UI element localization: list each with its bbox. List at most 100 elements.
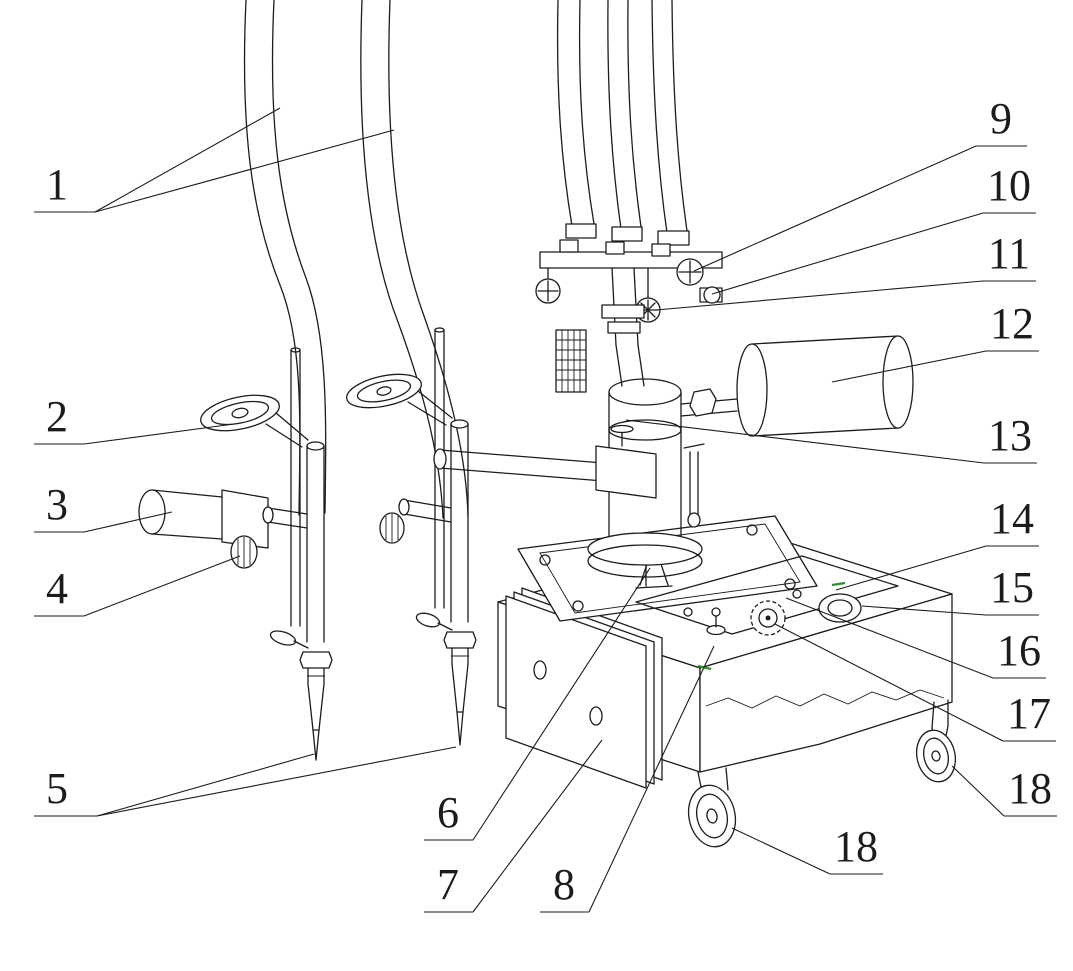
callout-18-bottom: 18 — [731, 822, 883, 875]
callout-1: 1 — [34, 107, 395, 213]
leader-line — [96, 746, 457, 817]
callout-18-right: 18 — [951, 764, 1057, 817]
callout-label: 18 — [1008, 764, 1052, 813]
callout-5: 5 — [34, 746, 457, 817]
leader-line — [83, 423, 235, 445]
valve-knob-left — [535, 267, 561, 304]
callout-2: 2 — [34, 392, 235, 445]
callout-label: 15 — [990, 563, 1034, 612]
body-front-face — [699, 593, 953, 773]
callout-4: 4 — [34, 555, 241, 617]
leader-line — [731, 827, 831, 875]
green-mark — [831, 581, 846, 587]
callout-label: 13 — [988, 411, 1032, 460]
knurled-valve-nut — [230, 535, 258, 569]
leader-line — [711, 212, 984, 295]
leader-line — [655, 280, 984, 311]
leader-line — [693, 145, 977, 272]
callout-16: 16 — [785, 597, 1046, 679]
callout-6: 6 — [424, 567, 651, 841]
leader-line — [951, 765, 1005, 817]
leader-line — [83, 511, 173, 533]
torch-carrier-rail — [433, 448, 617, 483]
control-panel — [635, 555, 899, 671]
callout-label: 8 — [553, 860, 575, 909]
callout-label: 18 — [834, 822, 878, 871]
leader-line — [83, 555, 241, 617]
torch-barrel-tube — [290, 347, 301, 627]
hose-fitting — [611, 226, 643, 242]
callout-label: 6 — [437, 788, 459, 837]
callout-10: 10 — [711, 161, 1036, 295]
callout-label: 14 — [990, 494, 1034, 543]
clutch-knob — [818, 593, 862, 623]
support-column — [587, 378, 703, 578]
callout-9: 9 — [693, 94, 1027, 272]
body-break-line — [705, 689, 945, 709]
torch-barrel-tube — [434, 327, 445, 609]
torch-body — [262, 441, 325, 643]
leader-line — [835, 545, 987, 591]
callout-label: 9 — [990, 94, 1012, 143]
distributor-fitting — [699, 286, 723, 304]
callout-label: 3 — [46, 480, 68, 529]
callout-12: 12 — [831, 299, 1039, 383]
callout-13: 13 — [625, 411, 1037, 464]
callout-label: 4 — [46, 564, 68, 613]
callout-label: 10 — [987, 161, 1031, 210]
adjust-lever — [683, 443, 705, 528]
toggle-switch — [706, 607, 726, 636]
hose-fitting — [657, 230, 690, 246]
preheat-handwheel — [346, 373, 422, 409]
motor-cylinder — [736, 335, 914, 437]
callout-label: 12 — [990, 299, 1034, 348]
callout-label: 11 — [988, 229, 1030, 278]
callout-3: 3 — [34, 480, 173, 533]
leader-line — [472, 739, 603, 913]
speed-dial-gear — [750, 600, 786, 636]
callout-14: 14 — [835, 494, 1039, 591]
panel-screw — [792, 589, 802, 599]
callout-label: 2 — [46, 392, 68, 441]
leader-line — [625, 419, 985, 464]
valve-manifold — [535, 239, 723, 387]
leader-line — [785, 597, 994, 679]
leader-line — [831, 350, 987, 383]
right-torch-assembly — [346, 327, 477, 746]
plate-hole — [589, 706, 603, 726]
rail-clamp-block — [595, 424, 657, 499]
callout-label: 17 — [1007, 689, 1051, 738]
callout-8: 8 — [540, 645, 715, 913]
callout-label: 5 — [46, 764, 68, 813]
torch-body — [398, 419, 469, 623]
plate-hole — [533, 660, 547, 680]
callout-17: 17 — [774, 623, 1056, 742]
leader-line — [861, 605, 987, 616]
leader-line — [94, 107, 281, 213]
oxygen-valve-knob — [676, 258, 704, 286]
hose-fitting — [565, 223, 597, 239]
linkage-rod — [680, 388, 738, 417]
leader-line — [774, 623, 1004, 742]
preheat-handwheel — [200, 394, 280, 432]
callout-11: 11 — [655, 229, 1036, 311]
callouts: 1 2 3 4 5 6 — [34, 94, 1057, 913]
leader-line — [472, 567, 651, 841]
leader-line — [94, 129, 395, 213]
side-plates — [505, 587, 663, 789]
callout-label: 7 — [437, 860, 459, 909]
knurled-valve-nut — [379, 512, 405, 544]
leader-line — [588, 645, 715, 913]
callout-7: 7 — [424, 739, 603, 913]
flashback-arrestor — [555, 329, 587, 393]
torch-inlet-cylinder — [138, 489, 269, 549]
panel-screw — [683, 607, 693, 617]
left-torch-assembly — [138, 347, 333, 761]
gas-hoses — [243, 0, 690, 519]
callout-label: 16 — [997, 626, 1041, 675]
leader-line — [96, 753, 315, 817]
callout-label: 1 — [46, 160, 68, 209]
callout-15: 15 — [861, 563, 1039, 616]
